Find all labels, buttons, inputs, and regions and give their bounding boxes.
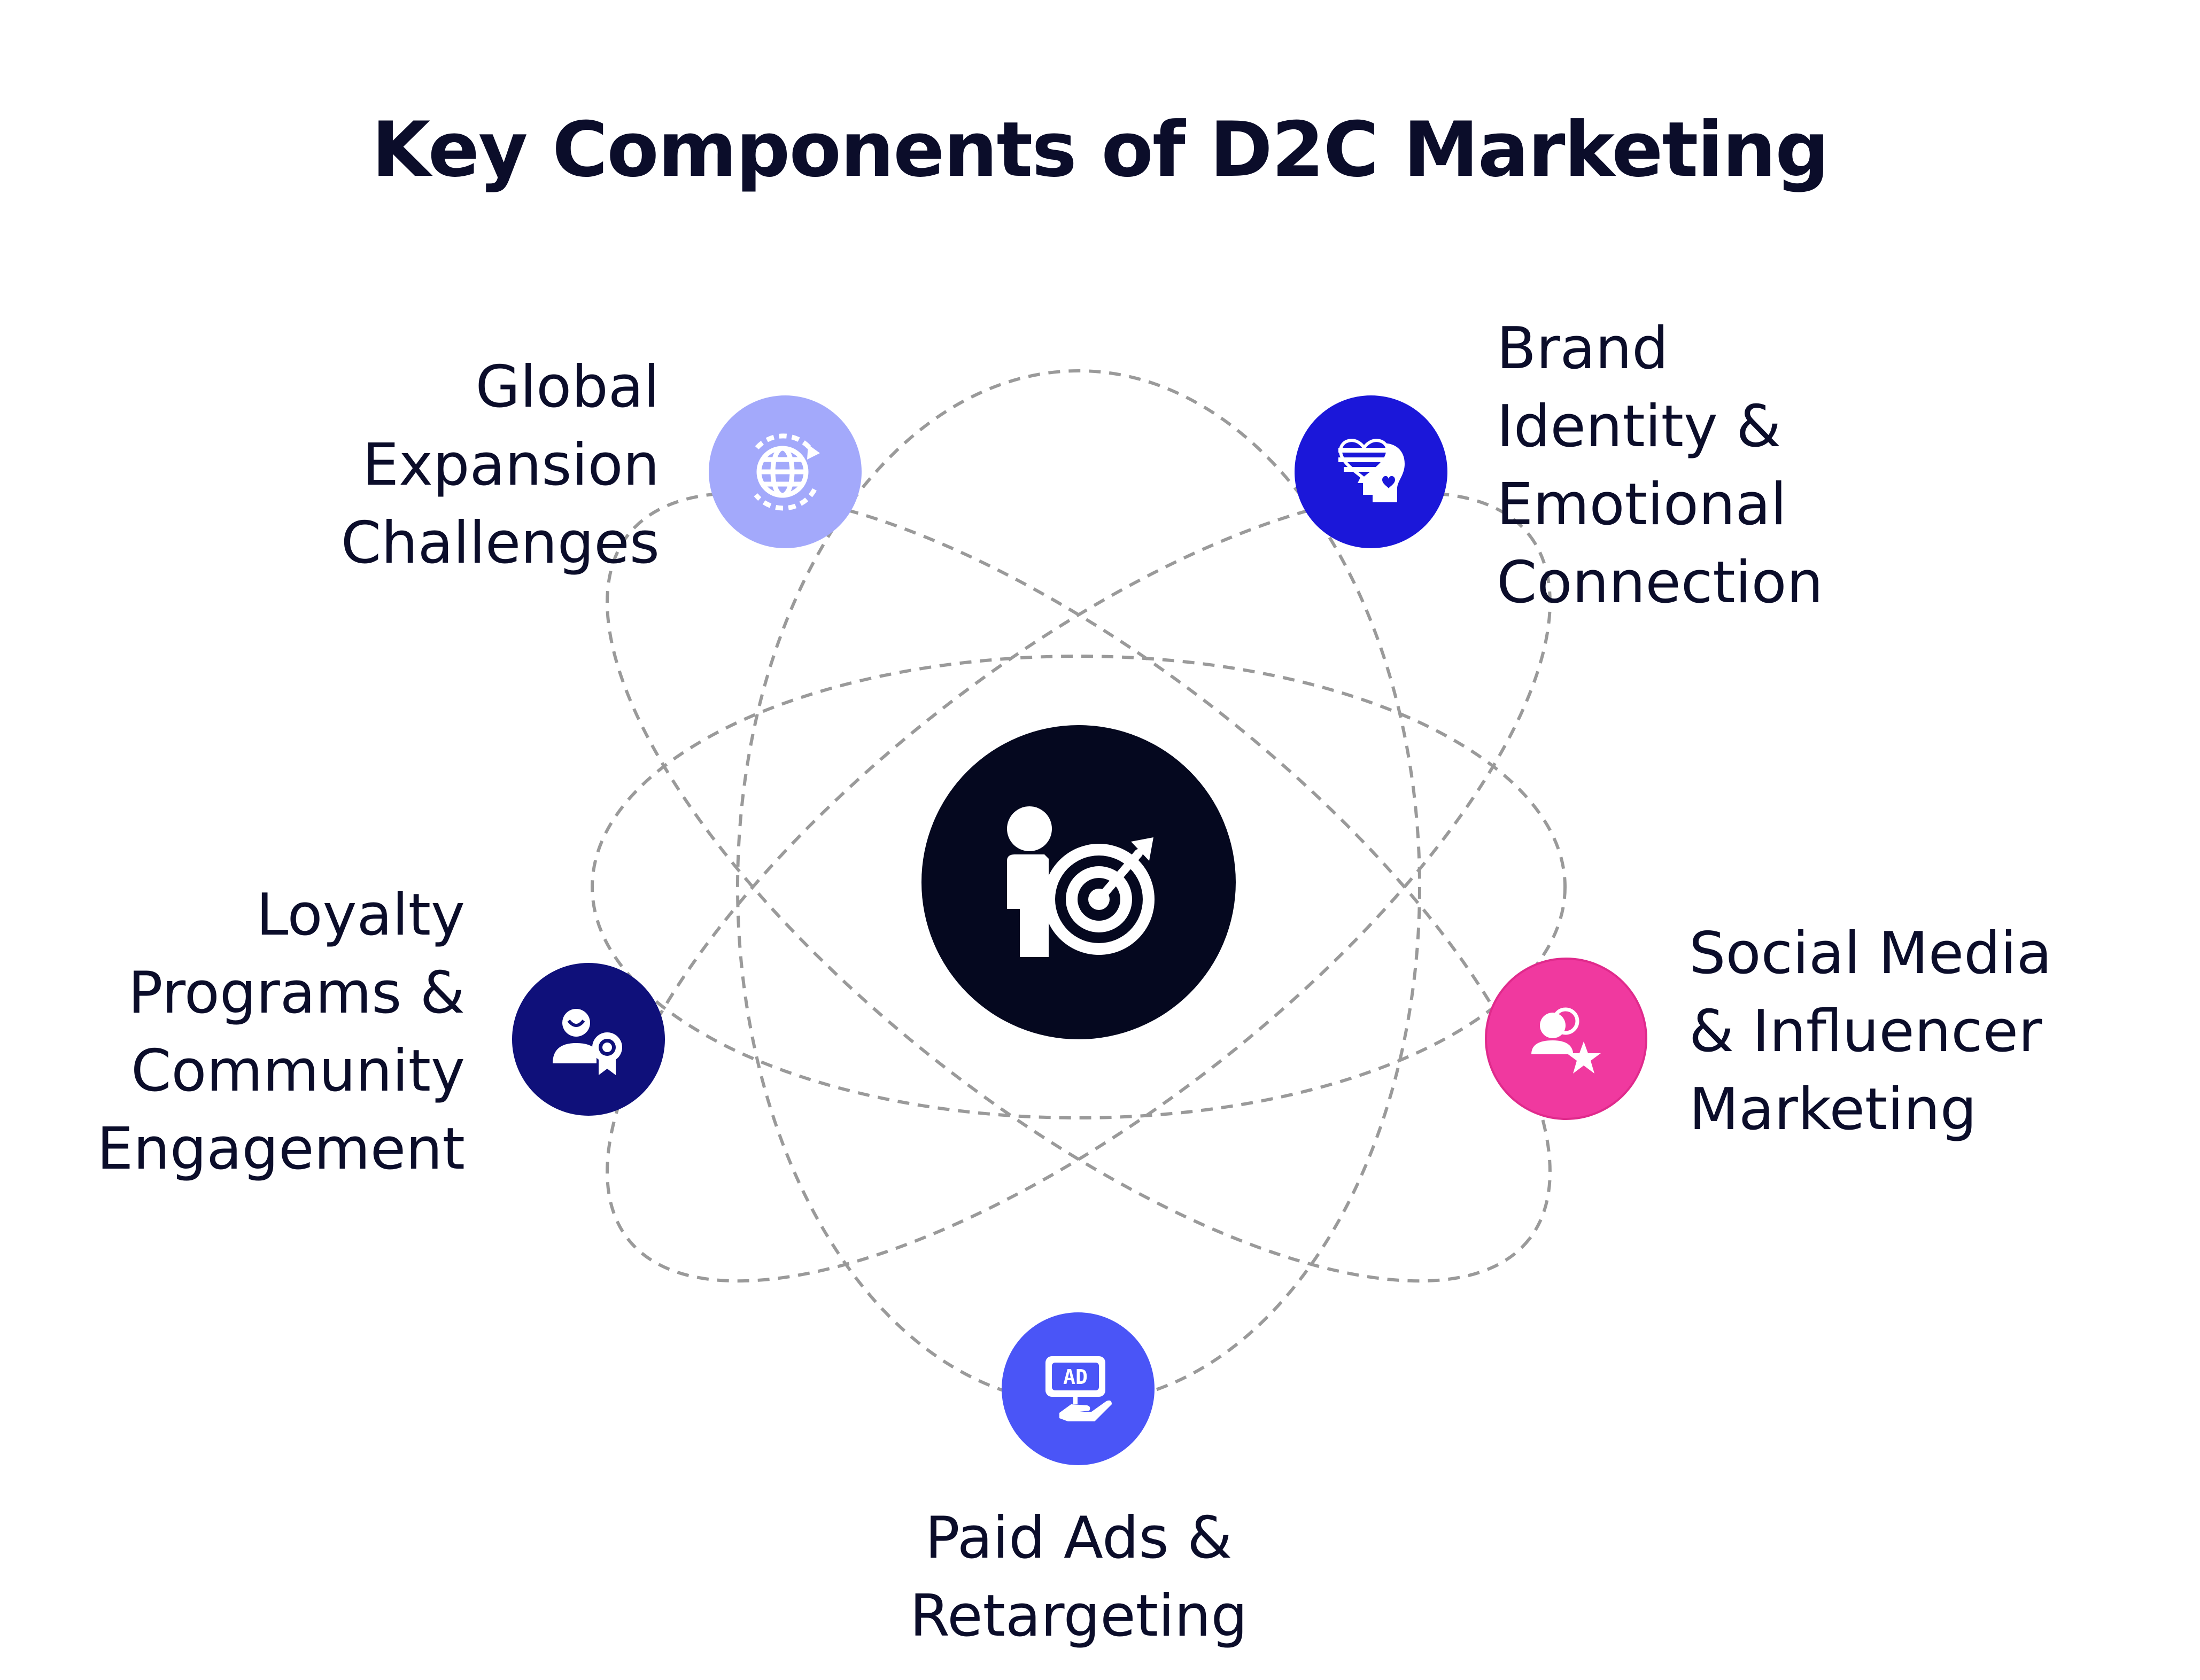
- global-expansion-node[interactable]: [709, 395, 862, 548]
- orbit-diagonal-right: [606, 491, 1552, 1283]
- orbit-diagonal-left: [606, 491, 1552, 1283]
- brand-identity-label: Brand Identity & Emotional Connection: [1497, 315, 1824, 616]
- orbit-horizontal: [591, 655, 1567, 1119]
- ad-hand-icon: AD: [1045, 1356, 1112, 1421]
- brand-identity-node[interactable]: [1295, 395, 1447, 548]
- diagram-title: Key Components of D2C Marketing: [371, 106, 1830, 194]
- globe-refresh-icon: [754, 433, 820, 511]
- users-star-icon: [1531, 1007, 1601, 1074]
- loyalty-node[interactable]: [512, 963, 665, 1116]
- loyalty-label: Loyalty Programs & Community Engagement: [97, 882, 465, 1183]
- svg-text:AD: AD: [1063, 1365, 1088, 1389]
- person-target-icon: [1007, 806, 1155, 957]
- center-hub: [921, 725, 1236, 1039]
- paid-ads-node[interactable]: AD: [1002, 1312, 1155, 1465]
- paid-ads-label: Paid Ads & Retargeting: [909, 1505, 1248, 1650]
- user-badge-icon: [553, 1009, 622, 1075]
- heart-head-icon: [1338, 439, 1405, 502]
- social-media-label: Social Media & Influencer Marketing: [1689, 920, 2052, 1143]
- global-expansion-label: Global Expansion Challenges: [340, 354, 660, 577]
- social-media-node[interactable]: [1487, 960, 1645, 1118]
